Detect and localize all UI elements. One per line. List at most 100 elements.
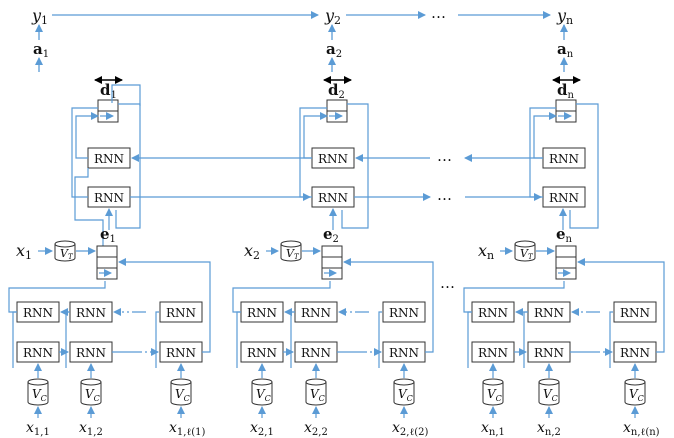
encoder-input-label-1: x1	[16, 241, 32, 262]
encoder-label-2: e2	[323, 225, 339, 245]
output-label-n: yn	[556, 6, 573, 27]
database-icon-top	[514, 240, 536, 248]
lower-rnn-fwd-label: RNN	[247, 346, 277, 360]
decoder-label-1: d1	[100, 81, 117, 101]
lower-rnn-bwd-label: RNN	[534, 306, 564, 320]
upper-conn-fwd-to-d-n	[529, 107, 556, 198]
upper-conn-d-right-1	[115, 103, 141, 229]
fwd-to-bwd-connector	[65, 311, 69, 368]
database-icon	[514, 244, 536, 262]
word-input-label: xn,2	[537, 420, 561, 438]
database-icon-top	[624, 378, 646, 386]
encoder-block-1	[96, 245, 118, 280]
lower-rnn-bwd-label: RNN	[166, 306, 196, 320]
database-icon-top	[170, 378, 192, 386]
lower-rnn-fwd-label: RNN	[23, 346, 53, 360]
lower-rnn-bwd-label: RNN	[247, 306, 277, 320]
upper-conn-d-right-n	[569, 103, 599, 229]
database-icon-top	[538, 378, 560, 386]
fwd-to-bwd-connector	[290, 311, 294, 368]
database-icon-top	[305, 378, 327, 386]
vc-label: VC	[629, 387, 644, 403]
vt-embedding-2: VT	[280, 240, 302, 262]
decoder-state-1: d1	[94, 76, 141, 123]
database-icon	[538, 382, 560, 406]
upper-rnn-bwd-n-label: RNN	[549, 152, 579, 166]
upper-conn-bwd-to-d-1	[75, 112, 99, 159]
attention-row: a1 a2 an	[33, 24, 574, 72]
lower-group-2: RNN RNN VC x2,1 RNN RNN VC x2,2 RNN RNN VC x2,ℓ(2)	[232, 258, 434, 438]
lower-to-encoder-fwd	[577, 258, 665, 353]
fwd-to-bwd-connector	[523, 311, 527, 368]
upper-bwd-dots: …	[437, 147, 452, 165]
upper-conn-fwd-to-d-1	[71, 107, 98, 198]
database-icon	[393, 382, 415, 406]
lower-rnn-fwd-label: RNN	[166, 346, 196, 360]
upper-conn-d-right-2	[341, 103, 369, 229]
upper-rnn-bwd-1-label: RNN	[94, 152, 124, 166]
encoder-label-n: en	[556, 225, 573, 245]
attention-label-2: a2	[326, 40, 342, 60]
vc-embedding: VC	[393, 378, 415, 406]
fwd-to-bwd-connector	[236, 311, 240, 368]
encoder-label-1: e1	[100, 225, 116, 245]
database-icon-top	[54, 240, 76, 248]
lower-rnn-fwd-label: RNN	[620, 346, 650, 360]
lower-rnn-fwd-label: RNN	[389, 346, 419, 360]
word-input-label: x2,2	[304, 420, 328, 438]
encoder-dots: …	[440, 274, 455, 292]
vc-embedding: VC	[305, 378, 327, 406]
vt-label-n: VT	[520, 247, 534, 261]
fwd-to-bwd-connector	[12, 311, 16, 368]
vc-label: VC	[32, 387, 47, 403]
database-icon	[251, 382, 273, 406]
vc-label: VC	[175, 387, 190, 403]
upper-fwd-dots: …	[437, 186, 452, 204]
lower-rnn-bwd-label: RNN	[389, 306, 419, 320]
lower-rnn-fwd-label: RNN	[301, 346, 331, 360]
output-label-2: y2	[324, 6, 341, 27]
word-input-label: xn,1	[481, 420, 505, 438]
upper-conn-bwd-to-d-2	[303, 112, 328, 159]
database-icon	[280, 244, 302, 262]
database-icon-top	[482, 378, 504, 386]
upper-rnn-fwd-1-label: RNN	[94, 191, 124, 205]
vt-label-2: VT	[286, 247, 300, 261]
attention-label-1: a1	[33, 40, 49, 60]
lower-rnn-bwd-label: RNN	[620, 306, 650, 320]
vc-embedding: VC	[624, 378, 646, 406]
upper-conn-fwd-to-d-2	[299, 107, 327, 198]
encoder-input-label-n: xn	[478, 241, 494, 262]
word-input-label: x2,1	[250, 420, 274, 438]
lower-rnn-layer: RNNRNNVCx1,1RNNRNNVCx1,2RNNRNNVCx1,ℓ(1)R…	[8, 258, 665, 438]
database-icon	[482, 382, 504, 406]
vt-embedding-1: VT	[54, 240, 76, 262]
lower-rnn-fwd-label: RNN	[478, 346, 508, 360]
lower-rnn-bwd-label: RNN	[478, 306, 508, 320]
vc-label: VC	[543, 387, 558, 403]
fwd-to-bwd-connector	[378, 311, 382, 368]
lower-to-encoder-bwd	[232, 281, 331, 313]
fwd-to-bwd-connector	[155, 311, 159, 368]
lower-rnn-bwd-label: RNN	[301, 306, 331, 320]
decoder-label-2: d2	[328, 81, 345, 101]
lower-rnn-bwd-3-3	[613, 301, 657, 323]
vc-embedding: VC	[170, 378, 192, 406]
vc-label: VC	[256, 387, 271, 403]
upper-rnn-fwd-n-label: RNN	[549, 191, 579, 205]
word-input-label: x2,ℓ(2)	[392, 420, 429, 438]
lower-rnn-bwd-1-3	[159, 301, 203, 323]
lower-rnn-fwd-label: RNN	[76, 346, 106, 360]
decoder-state-n: dn	[552, 76, 581, 123]
upper-rnn-layer: RNN RNN RNN … RNN RNN RNN …	[71, 103, 599, 246]
decoder-label-n: dn	[557, 81, 575, 101]
upper-rnn-bwd-2-label: RNN	[318, 152, 348, 166]
lower-rnn-bwd-label: RNN	[23, 306, 53, 320]
database-icon-top	[251, 378, 273, 386]
lower-rnn-bwd-label: RNN	[76, 306, 106, 320]
upper-conn-bwd-to-d-n	[533, 112, 557, 159]
encoder-column-n: xn VT en	[478, 225, 577, 280]
